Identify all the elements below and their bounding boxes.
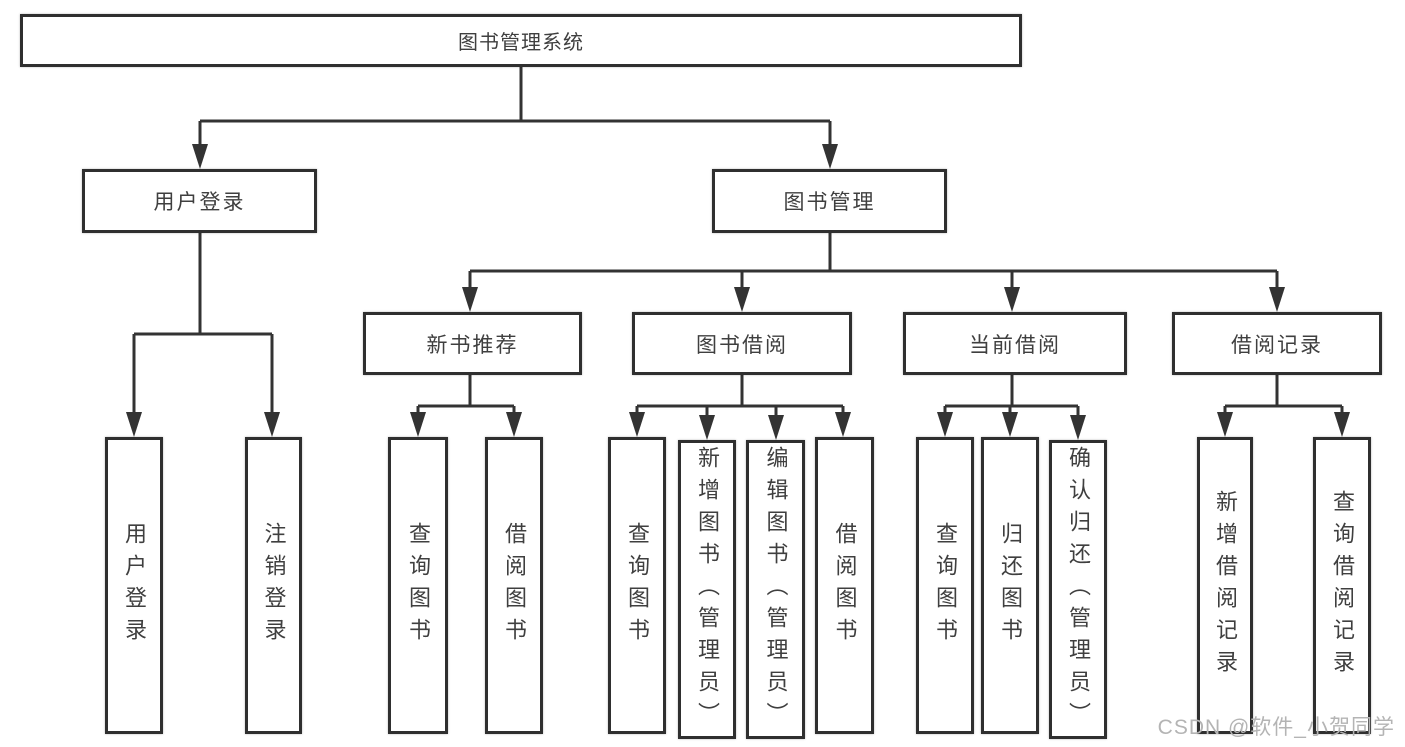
leaf-return-books-label: 归还图书 <box>998 521 1023 650</box>
leaf-logout-label: 注销登录 <box>261 521 287 650</box>
leaf-confirm-return-admin: 确认归还（管理员） <box>1049 440 1107 739</box>
leaf-borrow-books-1: 借阅图书 <box>485 437 543 734</box>
node-current-borrowing: 当前借阅 <box>903 312 1127 375</box>
leaf-user-login-label: 用户登录 <box>122 521 147 650</box>
node-root: 图书管理系统 <box>20 14 1022 67</box>
node-new-book-recommend: 新书推荐 <box>363 312 582 375</box>
leaf-borrow-books-2-label: 借阅图书 <box>832 521 858 650</box>
leaf-edit-book-admin: 编辑图书（管理员） <box>746 440 805 739</box>
node-book-borrowing: 图书借阅 <box>632 312 852 375</box>
leaf-borrow-books-2: 借阅图书 <box>815 437 874 734</box>
node-root-label: 图书管理系统 <box>458 32 584 54</box>
leaf-borrow-books-1-label: 借阅图书 <box>502 521 527 650</box>
leaf-query-books-1-label: 查询图书 <box>406 521 431 650</box>
leaf-query-books-2-label: 查询图书 <box>625 521 650 650</box>
watermark: CSDN @软件_小贺同学 <box>1157 716 1395 739</box>
leaf-query-books-3: 查询图书 <box>916 437 974 734</box>
node-new-book-recommend-label: 新书推荐 <box>426 333 519 357</box>
leaf-query-books-2: 查询图书 <box>608 437 666 734</box>
node-book-management: 图书管理 <box>712 169 947 233</box>
node-current-borrowing-label: 当前借阅 <box>969 333 1061 357</box>
leaf-query-borrow-record: 查询借阅记录 <box>1313 437 1371 734</box>
leaf-user-login: 用户登录 <box>105 437 163 734</box>
leaf-confirm-return-admin-label: 确认归还（管理员） <box>1066 445 1091 734</box>
node-user-login-label: 用户登录 <box>153 191 246 214</box>
leaf-return-books: 归还图书 <box>981 437 1039 734</box>
leaf-edit-book-admin-label: 编辑图书（管理员） <box>763 445 789 734</box>
leaf-add-borrow-record: 新增借阅记录 <box>1197 437 1253 734</box>
leaf-add-borrow-record-label: 新增借阅记录 <box>1213 489 1238 682</box>
node-borrowing-records-label: 借阅记录 <box>1231 333 1323 357</box>
leaf-logout: 注销登录 <box>245 437 302 734</box>
node-borrowing-records: 借阅记录 <box>1172 312 1382 375</box>
leaf-query-books-3-label: 查询图书 <box>933 521 958 650</box>
node-book-borrowing-label: 图书借阅 <box>696 333 788 357</box>
leaf-add-book-admin-label: 新增图书（管理员） <box>695 445 720 734</box>
leaf-add-book-admin: 新增图书（管理员） <box>678 440 736 739</box>
node-book-management-label: 图书管理 <box>783 191 876 214</box>
leaf-query-books-1: 查询图书 <box>388 437 448 734</box>
leaf-query-borrow-record-label: 查询借阅记录 <box>1330 489 1355 682</box>
node-user-login: 用户登录 <box>82 169 317 233</box>
